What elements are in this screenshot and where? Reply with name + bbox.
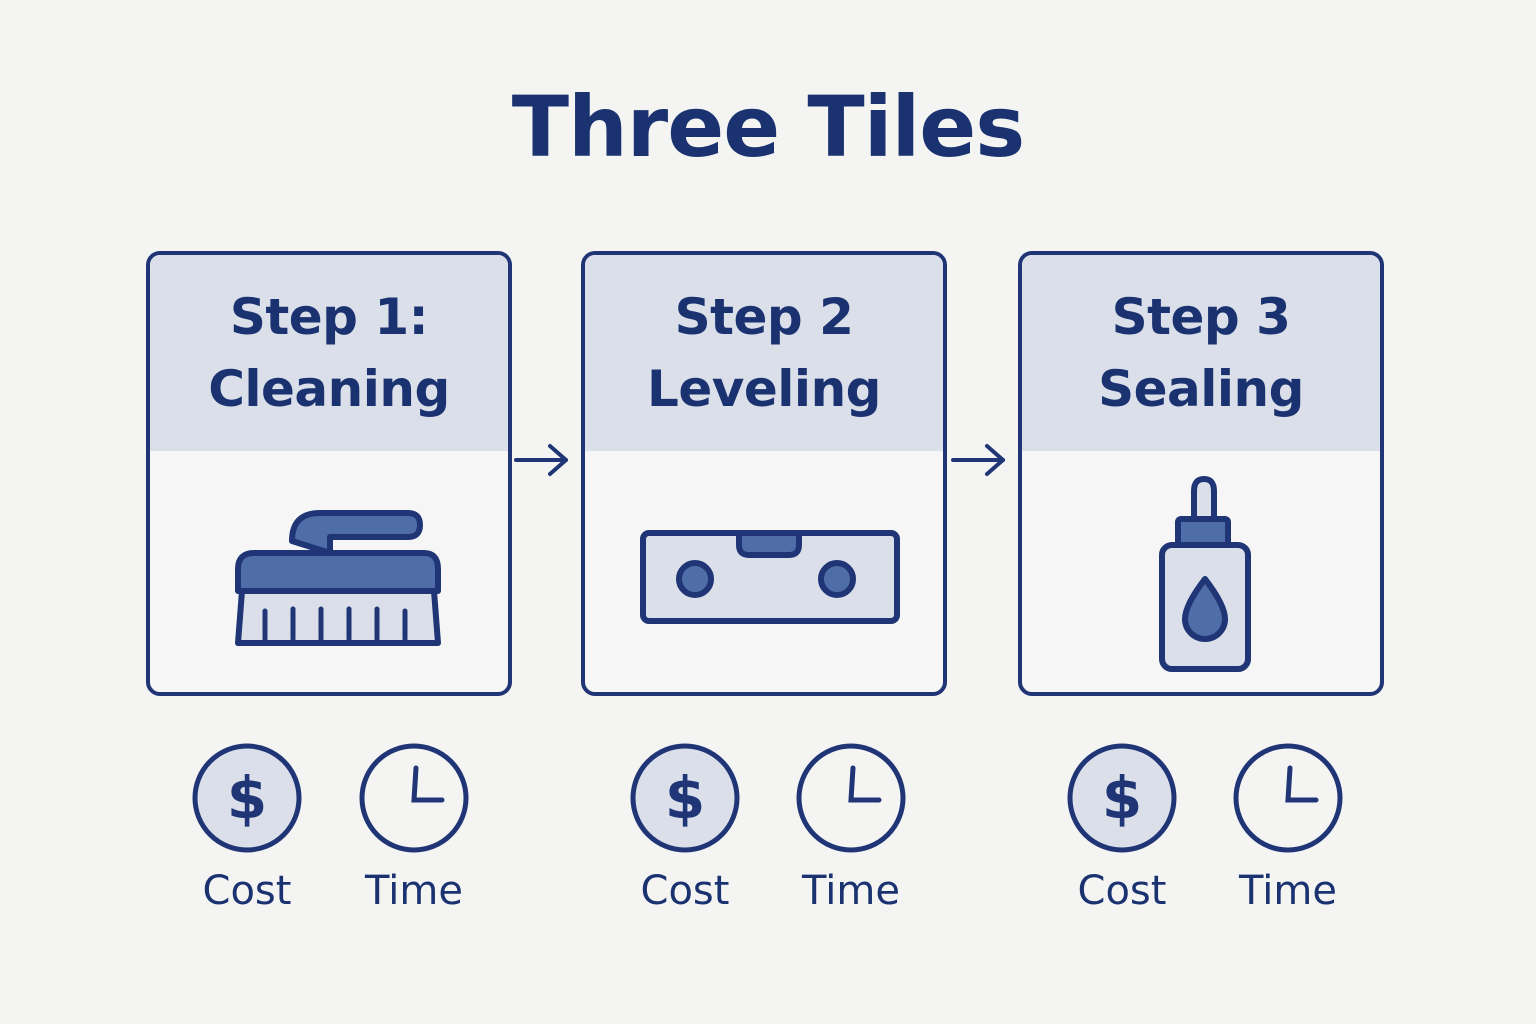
scrub-brush-icon — [150, 451, 508, 692]
clock-icon — [796, 743, 906, 853]
cost-label: Cost — [1077, 868, 1167, 914]
step-header: Step 1: Cleaning — [150, 255, 508, 451]
clock-icon — [1233, 743, 1343, 853]
svg-text:$: $ — [1102, 764, 1142, 832]
dollar-icon: $ — [630, 743, 740, 853]
arrow-right-icon — [951, 444, 1005, 476]
cost-label: Cost — [640, 868, 730, 914]
dollar-icon: $ — [1067, 743, 1177, 853]
step-number: Step 3 — [1111, 288, 1291, 346]
cost-indicator: $ Cost — [1062, 742, 1182, 914]
dollar-icon: $ — [192, 743, 302, 853]
page-title: Three Tiles — [511, 78, 1026, 176]
spirit-level-icon — [585, 451, 943, 692]
step-tile-3: Step 3 Sealing — [1018, 251, 1384, 696]
cost-indicator: $ Cost — [187, 742, 307, 914]
step-name: Sealing — [1098, 360, 1304, 418]
svg-text:$: $ — [227, 764, 267, 832]
step-tile-2: Step 2 Leveling — [581, 251, 947, 696]
time-indicator: Time — [1228, 742, 1348, 914]
time-label: Time — [365, 868, 463, 914]
time-indicator: Time — [791, 742, 911, 914]
time-label: Time — [802, 868, 900, 914]
time-label: Time — [1239, 868, 1337, 914]
cost-indicator: $ Cost — [625, 742, 745, 914]
time-indicator: Time — [354, 742, 474, 914]
step-name: Cleaning — [208, 360, 450, 418]
step-number: Step 1: — [229, 288, 429, 346]
arrow-right-icon — [514, 444, 568, 476]
cost-label: Cost — [202, 868, 292, 914]
step-tile-1: Step 1: Cleaning — [146, 251, 512, 696]
svg-text:$: $ — [665, 764, 705, 832]
step-header: Step 2 Leveling — [585, 255, 943, 451]
sealant-bottle-icon — [1022, 451, 1380, 692]
step-name: Leveling — [647, 360, 881, 418]
step-number: Step 2 — [674, 288, 854, 346]
step-header: Step 3 Sealing — [1022, 255, 1380, 451]
clock-icon — [359, 743, 469, 853]
